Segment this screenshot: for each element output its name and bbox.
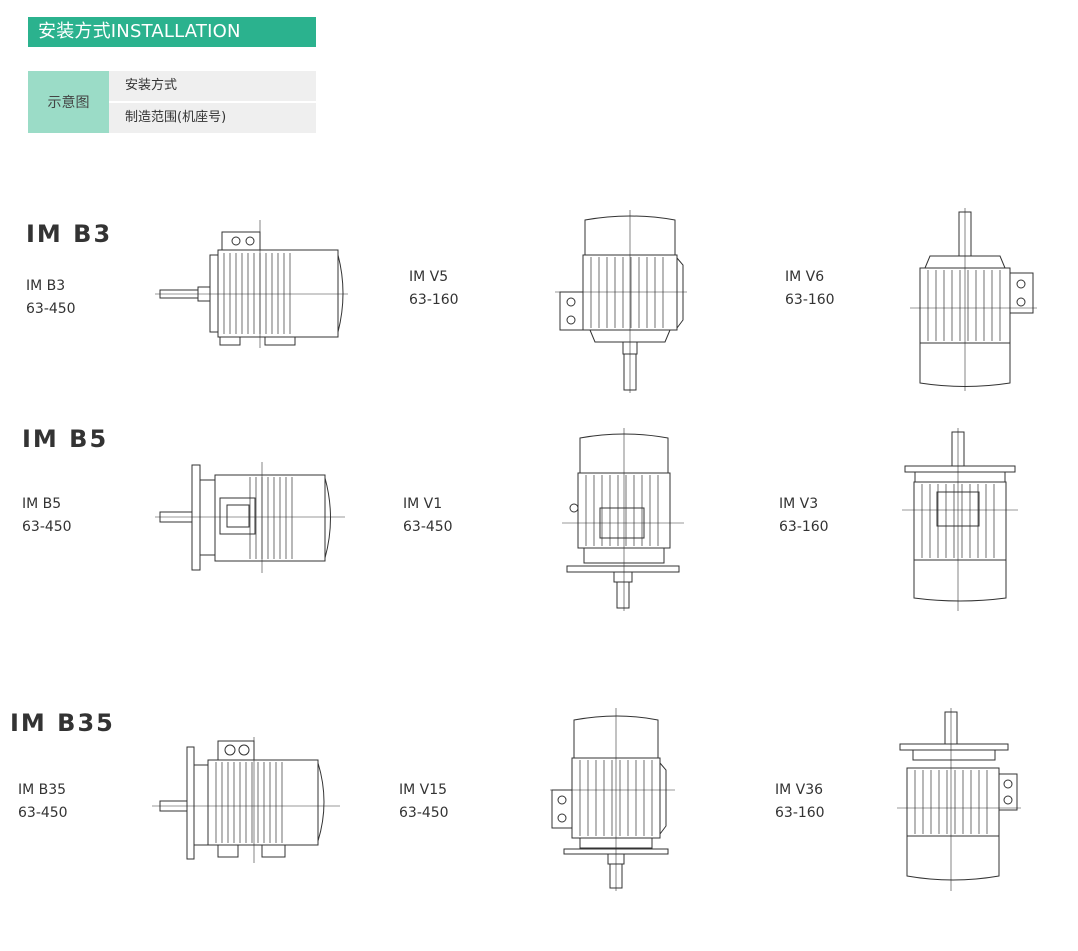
section-title: 安装方式INSTALLATION: [28, 17, 316, 47]
mount-range: 63-450: [399, 805, 449, 821]
mount-range: 63-160: [409, 292, 459, 308]
mount-name: IM V5: [409, 269, 449, 285]
group-title-b5: IM B5: [22, 425, 109, 453]
legend-range-label: 制造范围(机座号): [109, 103, 316, 133]
mount-name: IM V36: [775, 782, 824, 798]
mount-label-v3: IM V3 63-160: [779, 493, 829, 539]
mount-label-v5: IM V5 63-160: [409, 266, 459, 312]
group-title-b35: IM B35: [10, 709, 115, 737]
motor-drawing-v15: [550, 708, 680, 893]
group-title-b3: IM B3: [26, 220, 113, 248]
mount-range: 63-450: [18, 805, 68, 821]
mount-name: IM V3: [779, 496, 819, 512]
motor-drawing-v3: [900, 428, 1020, 613]
mount-label-v6: IM V6 63-160: [785, 266, 835, 312]
mount-name: IM V1: [403, 496, 443, 512]
mount-range: 63-160: [775, 805, 825, 821]
motor-drawing-v1: [562, 428, 687, 613]
legend-table: 示意图 安装方式 制造范围(机座号): [28, 71, 316, 133]
mount-label-v1: IM V1 63-450: [403, 493, 453, 539]
mount-name: IM B3: [26, 278, 66, 294]
mount-label-b35: IM B35 63-450: [18, 779, 68, 825]
motor-drawing-b35: [150, 735, 350, 865]
mount-name: IM V6: [785, 269, 825, 285]
motor-drawing-b3: [150, 215, 350, 350]
mount-range: 63-160: [785, 292, 835, 308]
legend-diagram-label: 示意图: [28, 71, 109, 133]
mount-range: 63-450: [22, 519, 72, 535]
mount-range: 63-160: [779, 519, 829, 535]
motor-drawing-b5: [150, 460, 350, 575]
mount-label-v36: IM V36 63-160: [775, 779, 825, 825]
motor-drawing-v6: [905, 208, 1040, 393]
mount-name: IM V15: [399, 782, 448, 798]
mount-label-b3: IM B3 63-450: [26, 275, 76, 321]
legend-mount-label: 安装方式: [109, 71, 316, 101]
mount-label-b5: IM B5 63-450: [22, 493, 72, 539]
mount-name: IM B5: [22, 496, 62, 512]
motor-drawing-v36: [895, 708, 1025, 893]
motor-drawing-v5: [555, 210, 690, 395]
mount-range: 63-450: [26, 301, 76, 317]
mount-range: 63-450: [403, 519, 453, 535]
mount-label-v15: IM V15 63-450: [399, 779, 449, 825]
mount-name: IM B35: [18, 782, 67, 798]
